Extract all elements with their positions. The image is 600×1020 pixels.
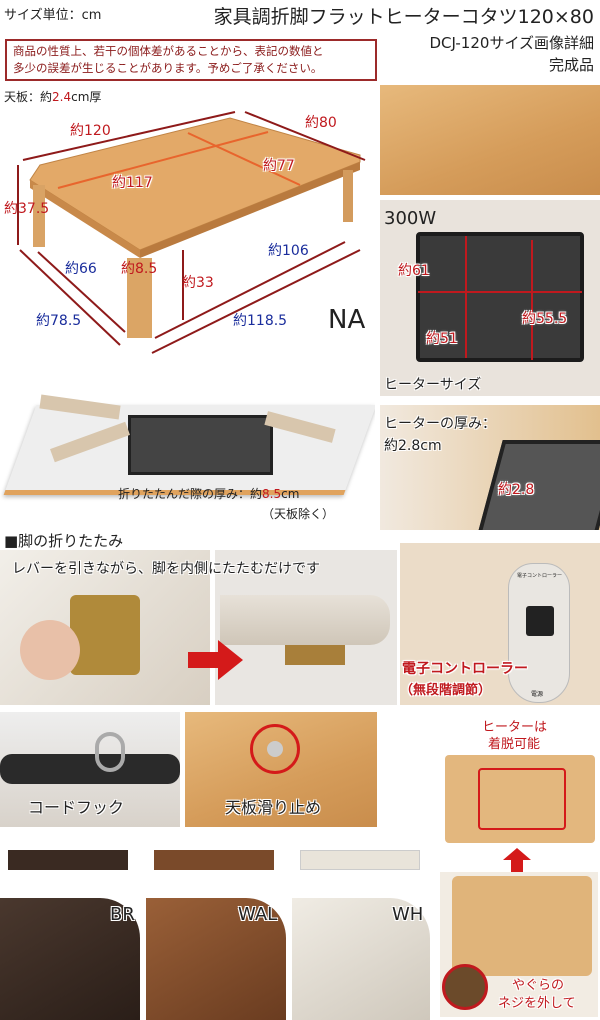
dim-height: 約37.5 [4,201,50,217]
heater-size-photo: 300W 約61 約51 約55.5 ヒーターサイズ [380,200,600,396]
notice-line: 多少の誤差が生じることがあります。予めご了承ください。 [13,61,323,75]
folded-note: （天板除く） [262,507,335,521]
color-variant-br: BR [0,840,140,1020]
heater-size-label: ヒーターサイズ [384,377,482,393]
color-variant-wal: WAL [146,840,286,1020]
device-title: 電子コントローラー [517,573,563,579]
heater-wattage: 300W [384,208,437,229]
wood-closeup-photo [380,85,600,195]
color-code: NA [328,305,366,335]
table-leg [33,185,45,247]
notice-box: 商品の性質上、若干の個体差があることから、表記の数値と 多少の誤差が生じることが… [5,39,377,81]
folding-photo-1 [0,550,210,705]
unit: cm [281,487,300,501]
color-variant-wh: WH [292,840,430,1020]
heater-thickness-mark: 約2.8 [498,482,535,498]
table-leg [127,258,152,338]
controller-sub-label: （無段階調節） [400,683,492,698]
removable-title: ヒーターは [482,720,548,735]
dim-depth: 約80 [305,115,337,131]
dim-leg-inner-depth: 約66 [65,261,97,277]
dim-under-height: 約33 [182,275,214,291]
controller-device: 電子コントローラー 電源 [508,563,570,703]
heater-dim-d: 約51 [426,331,458,347]
heater-thickness-line1: ヒーターの厚み： [384,416,496,432]
controller-label: 電子コントローラー [402,661,528,677]
assembled-label: 完成品 [548,56,594,74]
size-unit: サイズ単位：cm [4,8,102,23]
cord-hook-photo: コードフック [0,712,180,827]
slide-stop-photo: 天板滑り止め [185,712,377,827]
section-title: ■脚の折りたたみ [4,532,124,550]
dim-inner-depth: 約77 [263,158,295,174]
heater-panel [128,415,273,475]
folding-photo-2 [215,550,397,705]
dim-width: 約120 [70,123,111,139]
dial [526,606,554,636]
value: 8.5 [262,487,282,501]
model-subtitle: DCJ-120サイズ画像詳細 [429,34,594,52]
heater-screws-photo: やぐらの ネジを外して [440,872,598,1017]
removable-note-2: ネジを外して [498,996,576,1011]
page-title: 家具調折脚フラットヒーターコタツ120×80 [213,6,594,28]
slide-stop-label: 天板滑り止め [225,798,322,817]
heater-thickness-line2: 約2.8cm [384,438,442,454]
color-code-label: BR [110,904,135,925]
table-leg [343,170,353,222]
heater-panel [416,232,584,362]
screw-closeup [442,964,488,1010]
device-power: 電源 [531,691,544,698]
arrow-right-icon [188,640,243,680]
label: 折りたたんだ際の厚み：約 [118,487,263,501]
dim-leg-inner-width: 約106 [268,243,309,259]
dim-leg-width: 約8.5 [121,261,158,277]
value: 2.4 [52,90,72,104]
table-bottom-photo [445,755,595,843]
arrow-up-icon [503,848,531,872]
heater-dim-d2: 約55.5 [522,311,568,327]
removable-note: やぐらの [512,978,565,993]
folded-thickness: 折りたたんだ際の厚み：約8.5cm [118,485,299,502]
table-diagram [17,111,366,354]
color-code-label: WH [392,904,424,925]
top-thickness: 天板：約2.4cm厚 [4,88,101,105]
heater-thickness-photo: ヒーターの厚み： 約2.8cm 約2.8 [380,405,600,530]
label: 天板：約 [4,90,53,104]
folding-caption: レバーを引きながら、脚を内側にたたむだけです [12,561,320,577]
color-variants: BR WAL WH [0,840,430,1020]
dim-leg-outer-width: 約118.5 [233,313,288,329]
heater-back [452,876,592,976]
unit: cm厚 [71,90,102,104]
cord-hook-label: コードフック [28,798,125,817]
heater-dim-w: 約61 [398,263,430,279]
dim-inner-width: 約117 [112,175,153,191]
notice-line: 商品の性質上、若干の個体差があることから、表記の数値と [13,44,324,58]
color-code-label: WAL [238,904,278,925]
folded-table-photo: 折りたたんだ際の厚み：約8.5cm （天板除く） [0,385,375,530]
removable-title-2: 着脱可能 [488,737,541,752]
dim-leg-outer-depth: 約78.5 [36,313,82,329]
controller-photo: 電子コントローラー 電源 電子コントローラー （無段階調節） [400,543,600,705]
